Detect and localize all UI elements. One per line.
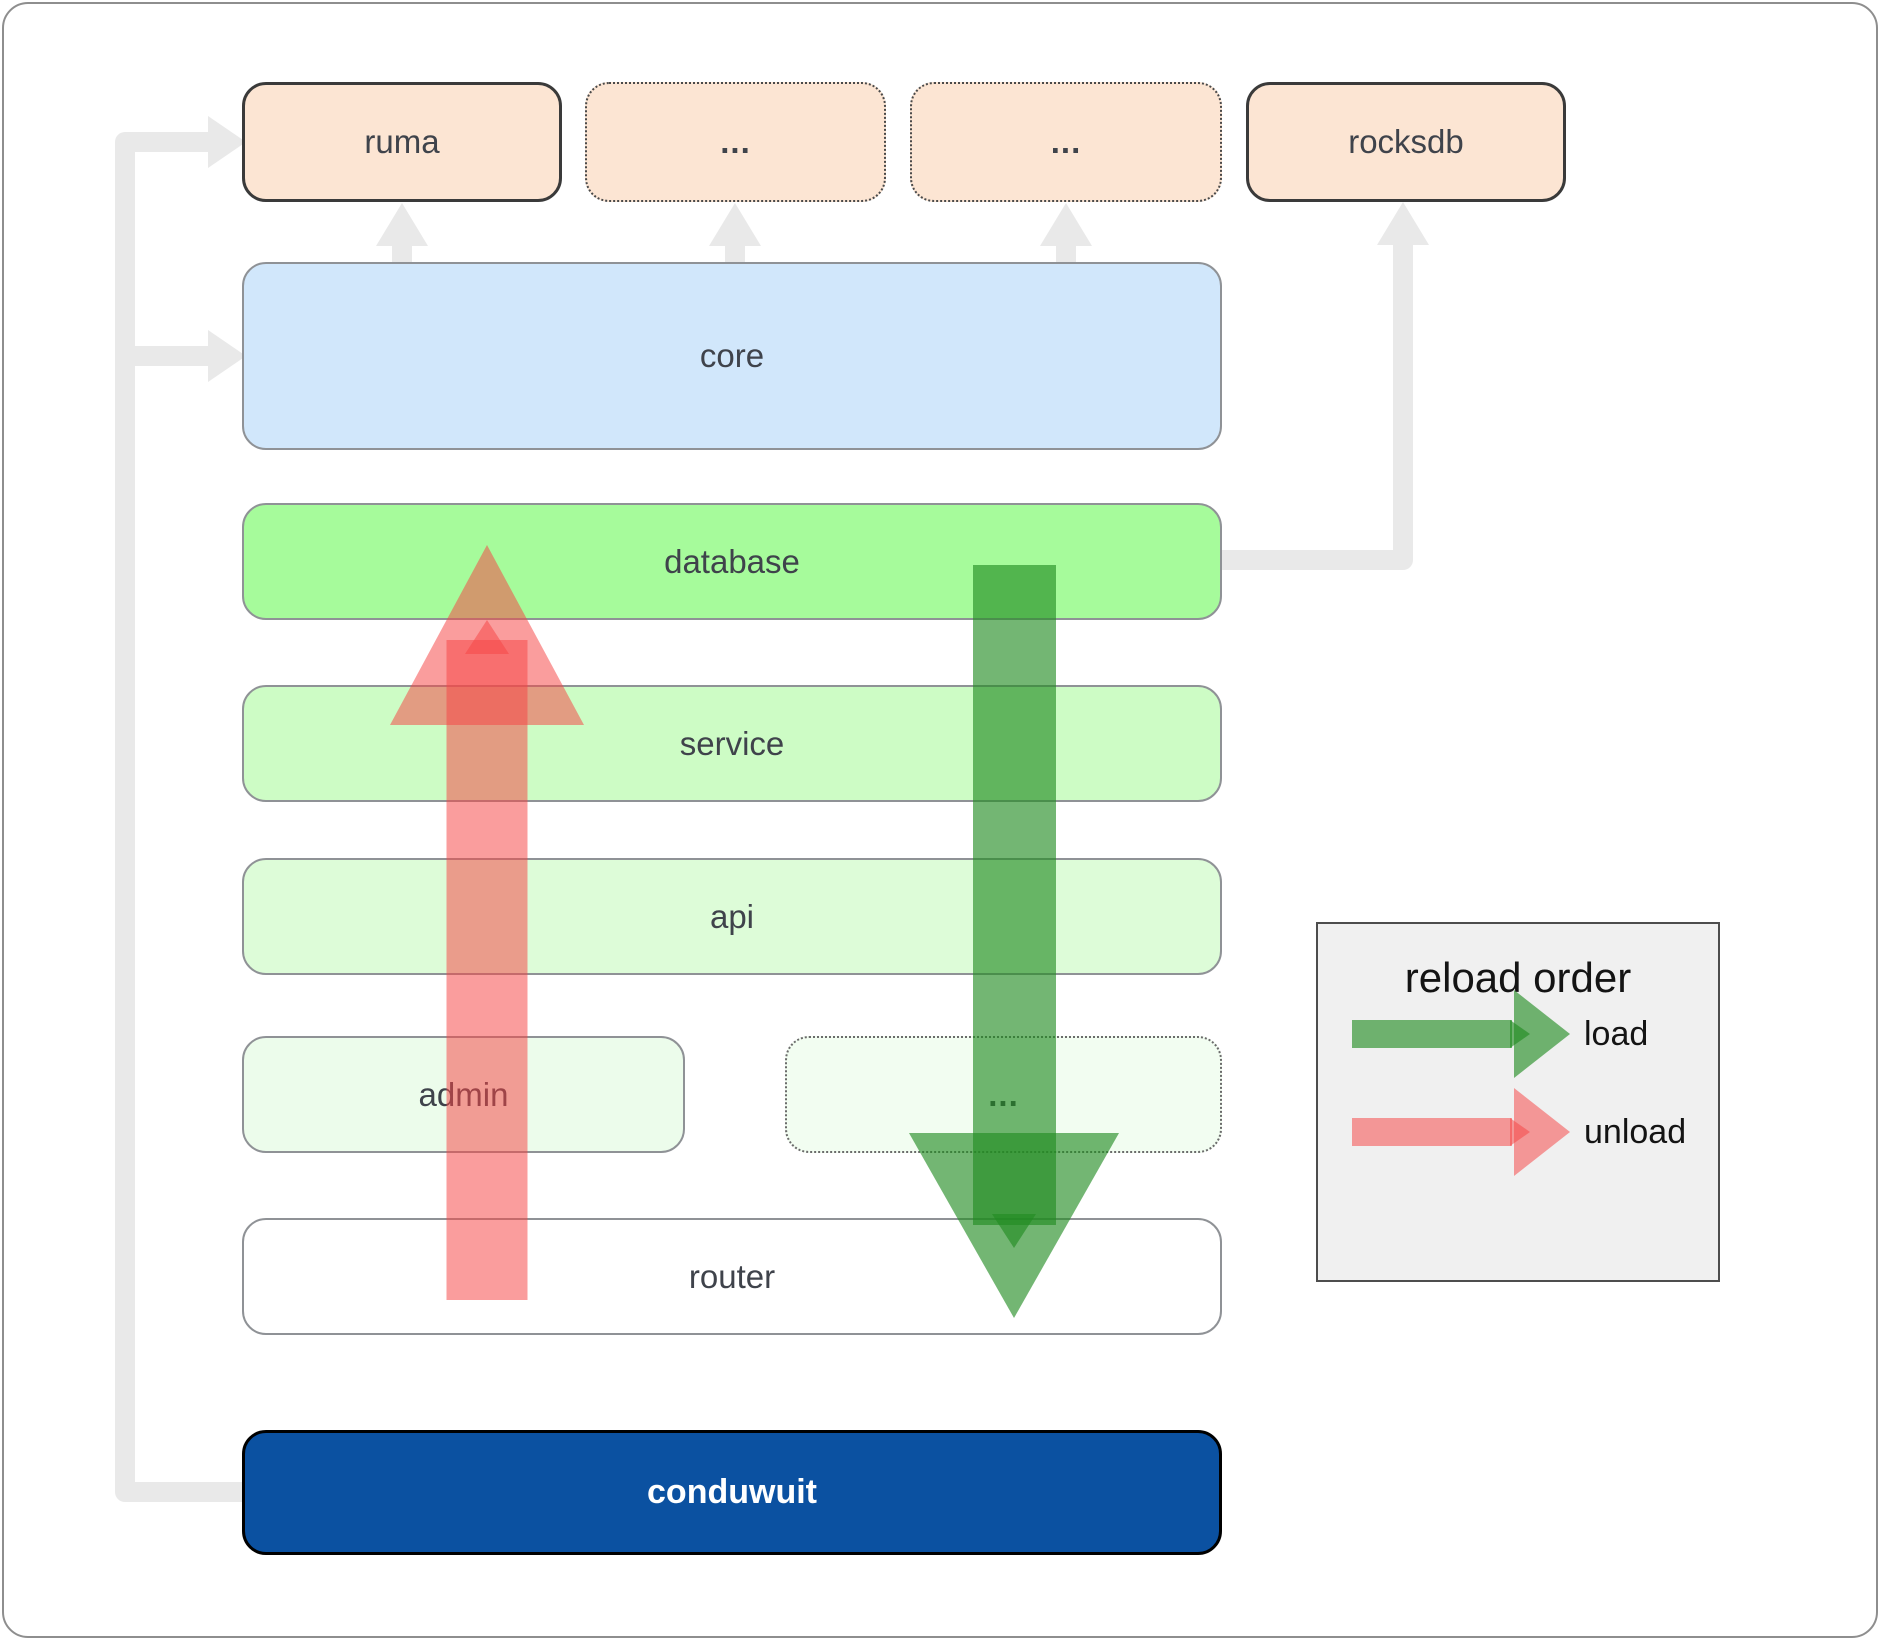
box-router: router bbox=[242, 1218, 1222, 1335]
box-conduwuit-label: conduwuit bbox=[647, 1473, 817, 1511]
box-ellipsis-2-label: ... bbox=[1050, 123, 1082, 160]
box-admin-label: admin bbox=[418, 1075, 509, 1113]
box-admin-ellipsis: ... bbox=[785, 1036, 1222, 1153]
box-rocksdb: rocksdb bbox=[1246, 82, 1566, 202]
legend-unload-label: unload bbox=[1584, 1112, 1687, 1151]
box-router-label: router bbox=[688, 1257, 776, 1295]
box-admin: admin bbox=[242, 1036, 685, 1153]
box-ruma: ruma bbox=[242, 82, 562, 202]
box-ellipsis-2: ... bbox=[910, 82, 1222, 202]
box-database: database bbox=[242, 503, 1222, 620]
box-api-label: api bbox=[709, 897, 755, 935]
legend-load-arrow-icon bbox=[1352, 990, 1570, 1078]
box-ellipsis-1-label: ... bbox=[720, 123, 751, 160]
box-core: core bbox=[242, 262, 1222, 450]
legend-load-label: load bbox=[1584, 1014, 1649, 1053]
box-ruma-label: ruma bbox=[364, 123, 440, 160]
box-admin-ellipsis-label: ... bbox=[988, 1075, 1019, 1113]
box-ellipsis-1: ... bbox=[585, 82, 886, 202]
box-service: service bbox=[242, 685, 1222, 802]
legend-unload-arrow-icon bbox=[1352, 1088, 1570, 1176]
legend: reload order load unload bbox=[1316, 922, 1720, 1282]
box-database-label: database bbox=[664, 542, 800, 580]
box-core-label: core bbox=[699, 337, 765, 374]
box-rocksdb-label: rocksdb bbox=[1348, 123, 1464, 160]
box-service-label: service bbox=[679, 724, 785, 762]
box-api: api bbox=[242, 858, 1222, 975]
box-conduwuit: conduwuit bbox=[242, 1430, 1222, 1555]
